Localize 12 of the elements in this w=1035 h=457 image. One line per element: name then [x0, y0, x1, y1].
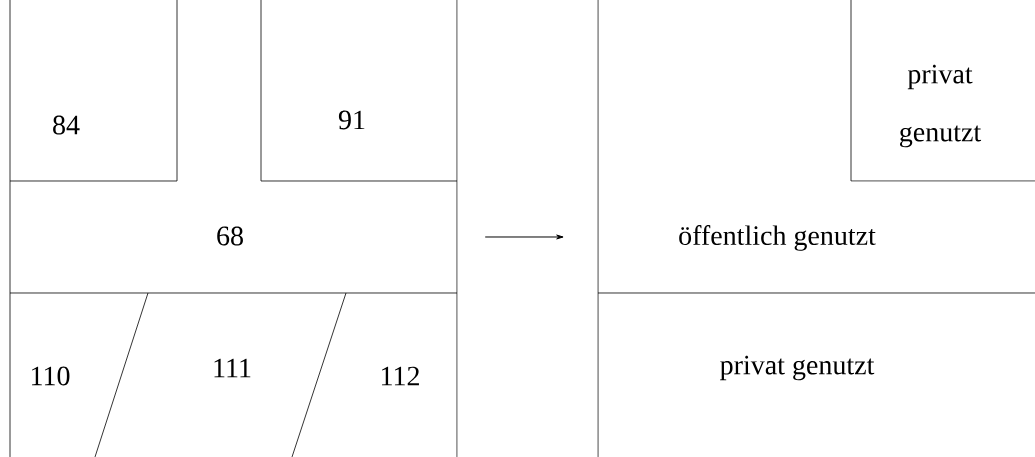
parcel-label: 91 — [338, 110, 365, 130]
parcel-label: privat genutzt — [900, 64, 982, 148]
parcel-label: 110 — [32, 366, 70, 386]
site-plan-drawing — [597, 0, 1035, 457]
parcel-label: 68 — [217, 226, 243, 246]
site-plan-drawing — [9, 0, 458, 457]
parcel-label: privat genutzt — [720, 355, 875, 381]
arrow — [484, 234, 564, 240]
parcel-label: 111 — [214, 358, 251, 378]
parcel-label: öffentlich genutzt — [679, 225, 876, 251]
parcel-label: 84 — [53, 115, 80, 135]
parcel-label: 112 — [382, 366, 419, 386]
